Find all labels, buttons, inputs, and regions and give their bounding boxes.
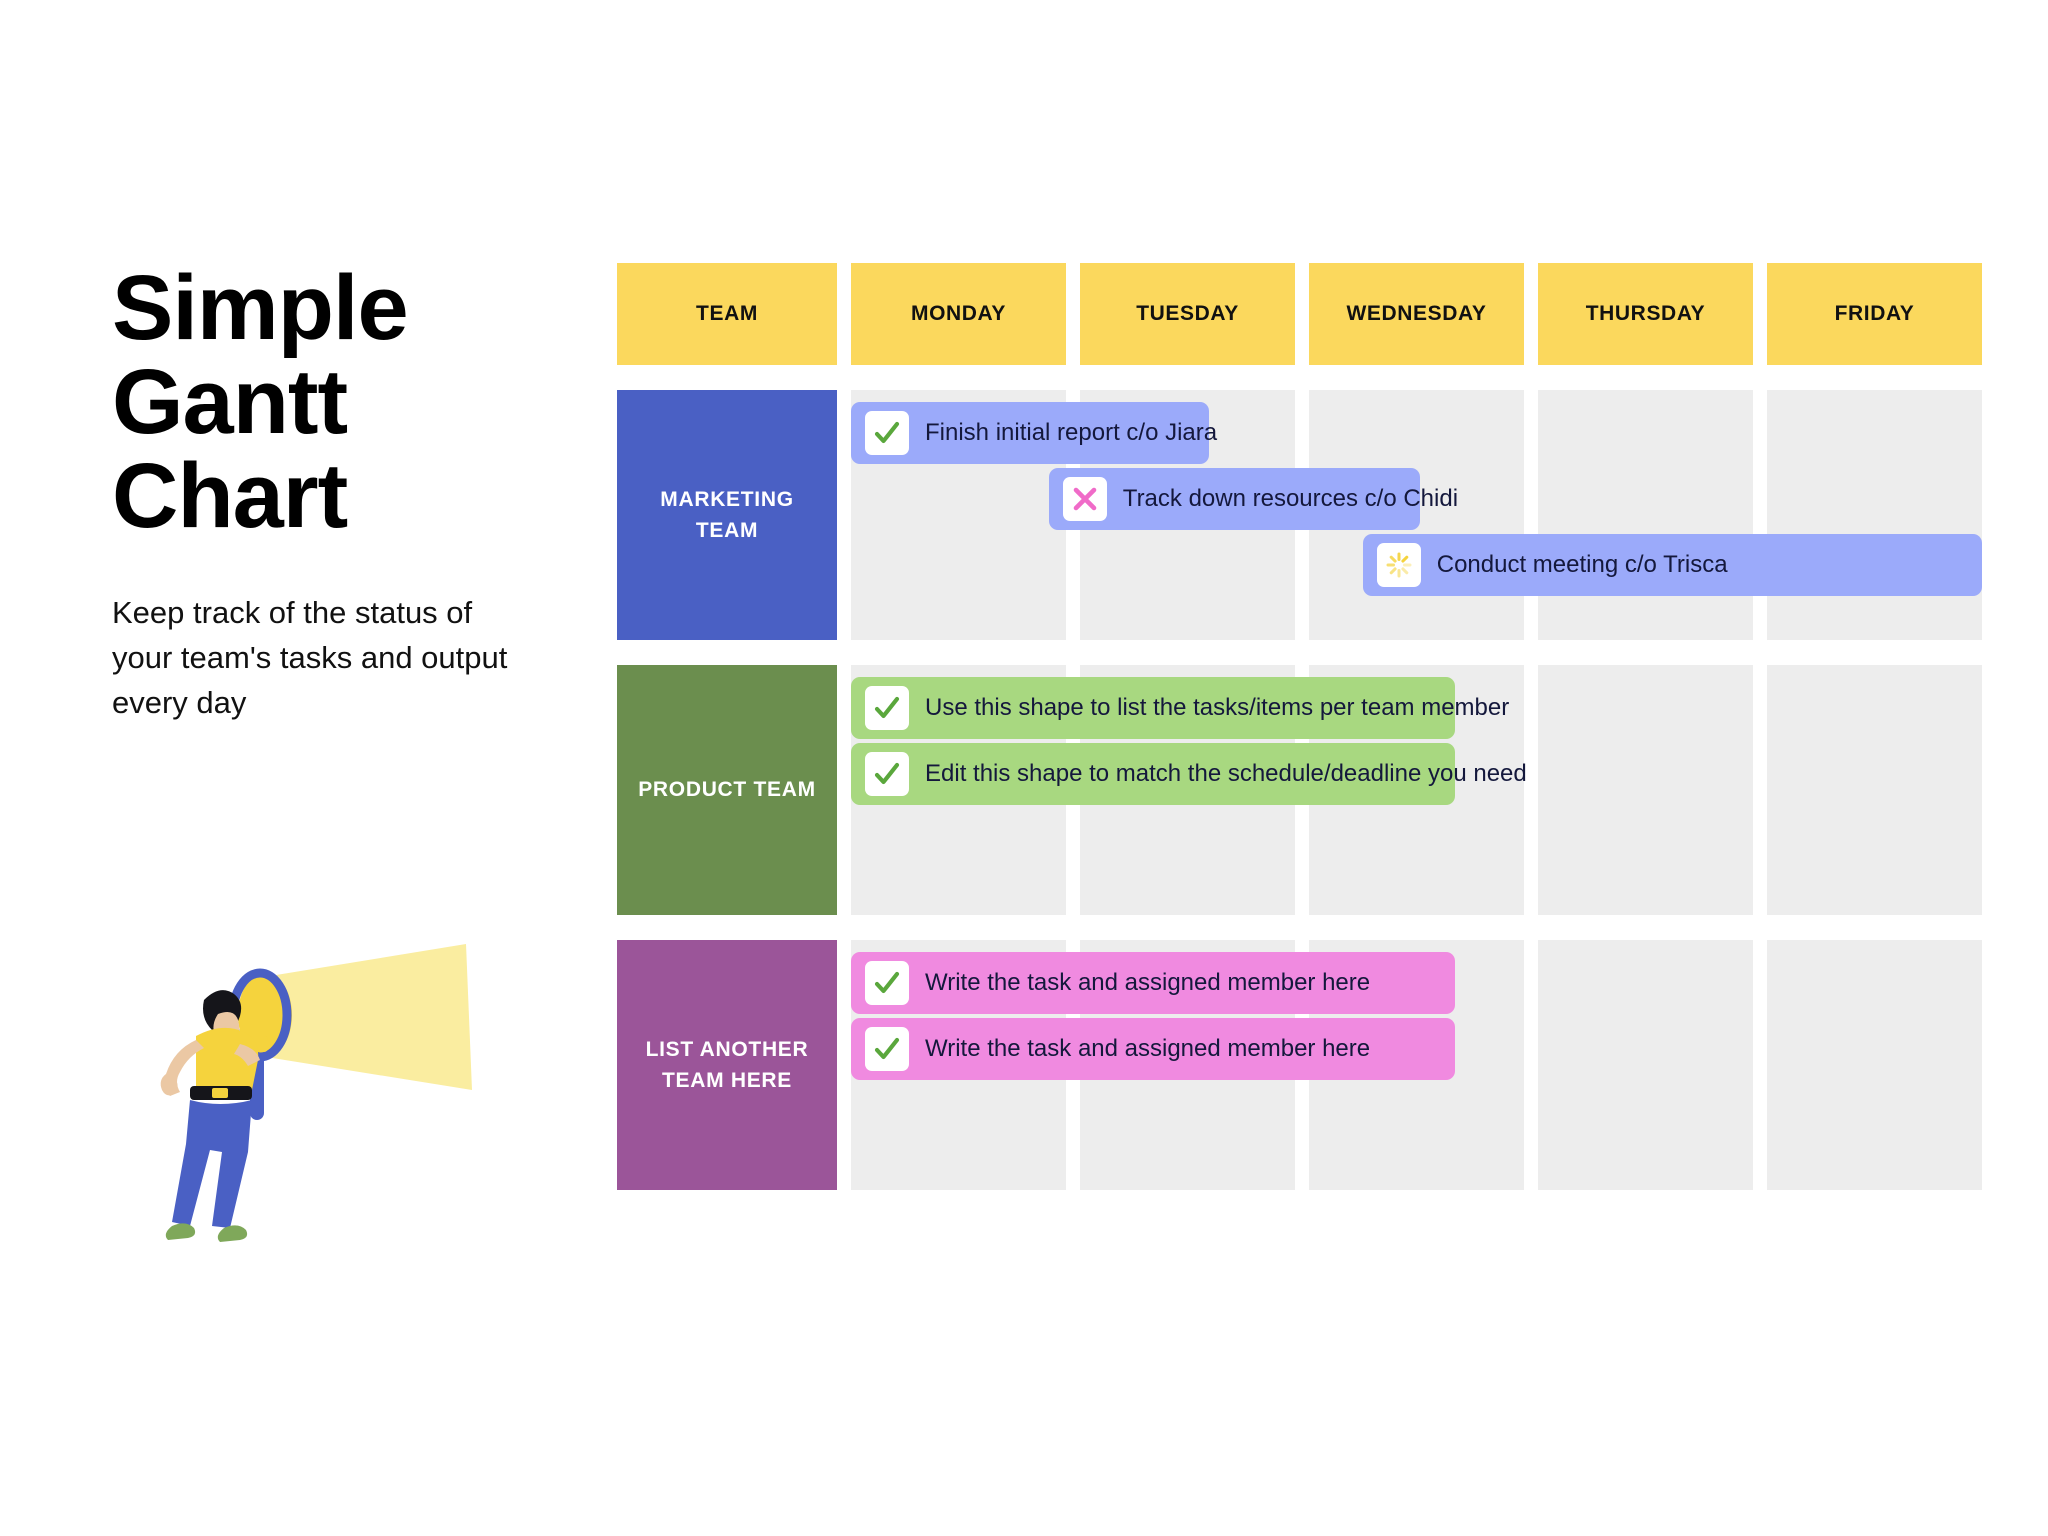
check-icon[interactable] [865,752,909,796]
page-subtitle: Keep track of the status of your team's … [112,595,508,721]
cross-icon[interactable] [1062,477,1107,521]
task-bar[interactable]: Edit this shape to match the schedule/de… [851,743,1527,805]
header-cell-monday[interactable]: MONDAY [851,263,1066,365]
task-bar-label: Edit this shape to match the schedule/de… [925,760,1527,787]
page-title: Simple Gantt Chart [112,257,409,547]
header-cell-team[interactable]: TEAM [617,263,837,365]
header-cell-friday[interactable]: FRIDAY [1767,263,1982,365]
check-icon[interactable] [865,411,909,455]
task-bar[interactable]: Track down resources c/o Chidi [1048,468,1458,530]
check-icon[interactable] [865,961,909,1005]
task-bar[interactable]: Finish initial report c/o Jiara [851,402,1217,464]
task-bar-label: Track down resources c/o Chidi [1122,485,1459,512]
check-icon[interactable] [865,1027,909,1071]
grid-cell-thursday[interactable] [1538,940,1753,1190]
team-label-other[interactable]: LIST ANOTHER TEAM HERE [617,940,837,1190]
team-row-product: PRODUCT TEAM Use this shape to list the … [617,665,1982,915]
man-with-magnifying-glass-illustration [100,940,500,1270]
task-bar-label: Use this shape to list the tasks/items p… [925,694,1510,721]
team-label-marketing[interactable]: MARKETING TEAM [617,390,837,640]
check-icon[interactable] [865,686,909,730]
task-bar-label: Write the task and assigned member here [925,969,1371,996]
grid-cell-thursday[interactable] [1538,665,1753,915]
header-cell-tuesday[interactable]: TUESDAY [1080,263,1295,365]
task-bar[interactable]: Write the task and assigned member here [851,952,1456,1014]
task-bars-product: Use this shape to list the tasks/items p… [851,665,1982,915]
team-label-product[interactable]: PRODUCT TEAM [617,665,837,915]
task-bar-label: Conduct meeting c/o Trisca [1436,551,1728,578]
task-bar[interactable]: Write the task and assigned member here [851,1018,1456,1080]
grid-cell-friday[interactable] [1767,665,1982,915]
task-lane-product: Use this shape to list the tasks/items p… [851,665,1982,915]
grid-cell-friday[interactable] [1767,940,1982,1190]
task-bar[interactable]: Conduct meeting c/o Trisca [1362,534,1982,596]
task-bar-label: Write the task and assigned member here [925,1035,1371,1062]
header-cell-wednesday[interactable]: WEDNESDAY [1309,263,1524,365]
grid-cell-thursday[interactable] [1538,390,1753,640]
left-panel: Simple Gantt Chart Keep track of the sta… [112,257,532,726]
task-bar[interactable]: Use this shape to list the tasks/items p… [851,677,1509,739]
task-bar-label: Finish initial report c/o Jiara [925,419,1218,446]
grid-cell-friday[interactable] [1767,390,1982,640]
gantt-table: TEAM MONDAY TUESDAY WEDNESDAY THURSDAY F… [617,263,1982,1190]
header-cell-thursday[interactable]: THURSDAY [1538,263,1753,365]
spinner-icon[interactable] [1376,543,1421,587]
team-row-other: LIST ANOTHER TEAM HERE Write the task an… [617,940,1982,1190]
gantt-header-row: TEAM MONDAY TUESDAY WEDNESDAY THURSDAY F… [617,263,1982,365]
team-row-marketing: MARKETING TEAM Finish initial report c/o… [617,390,1982,640]
